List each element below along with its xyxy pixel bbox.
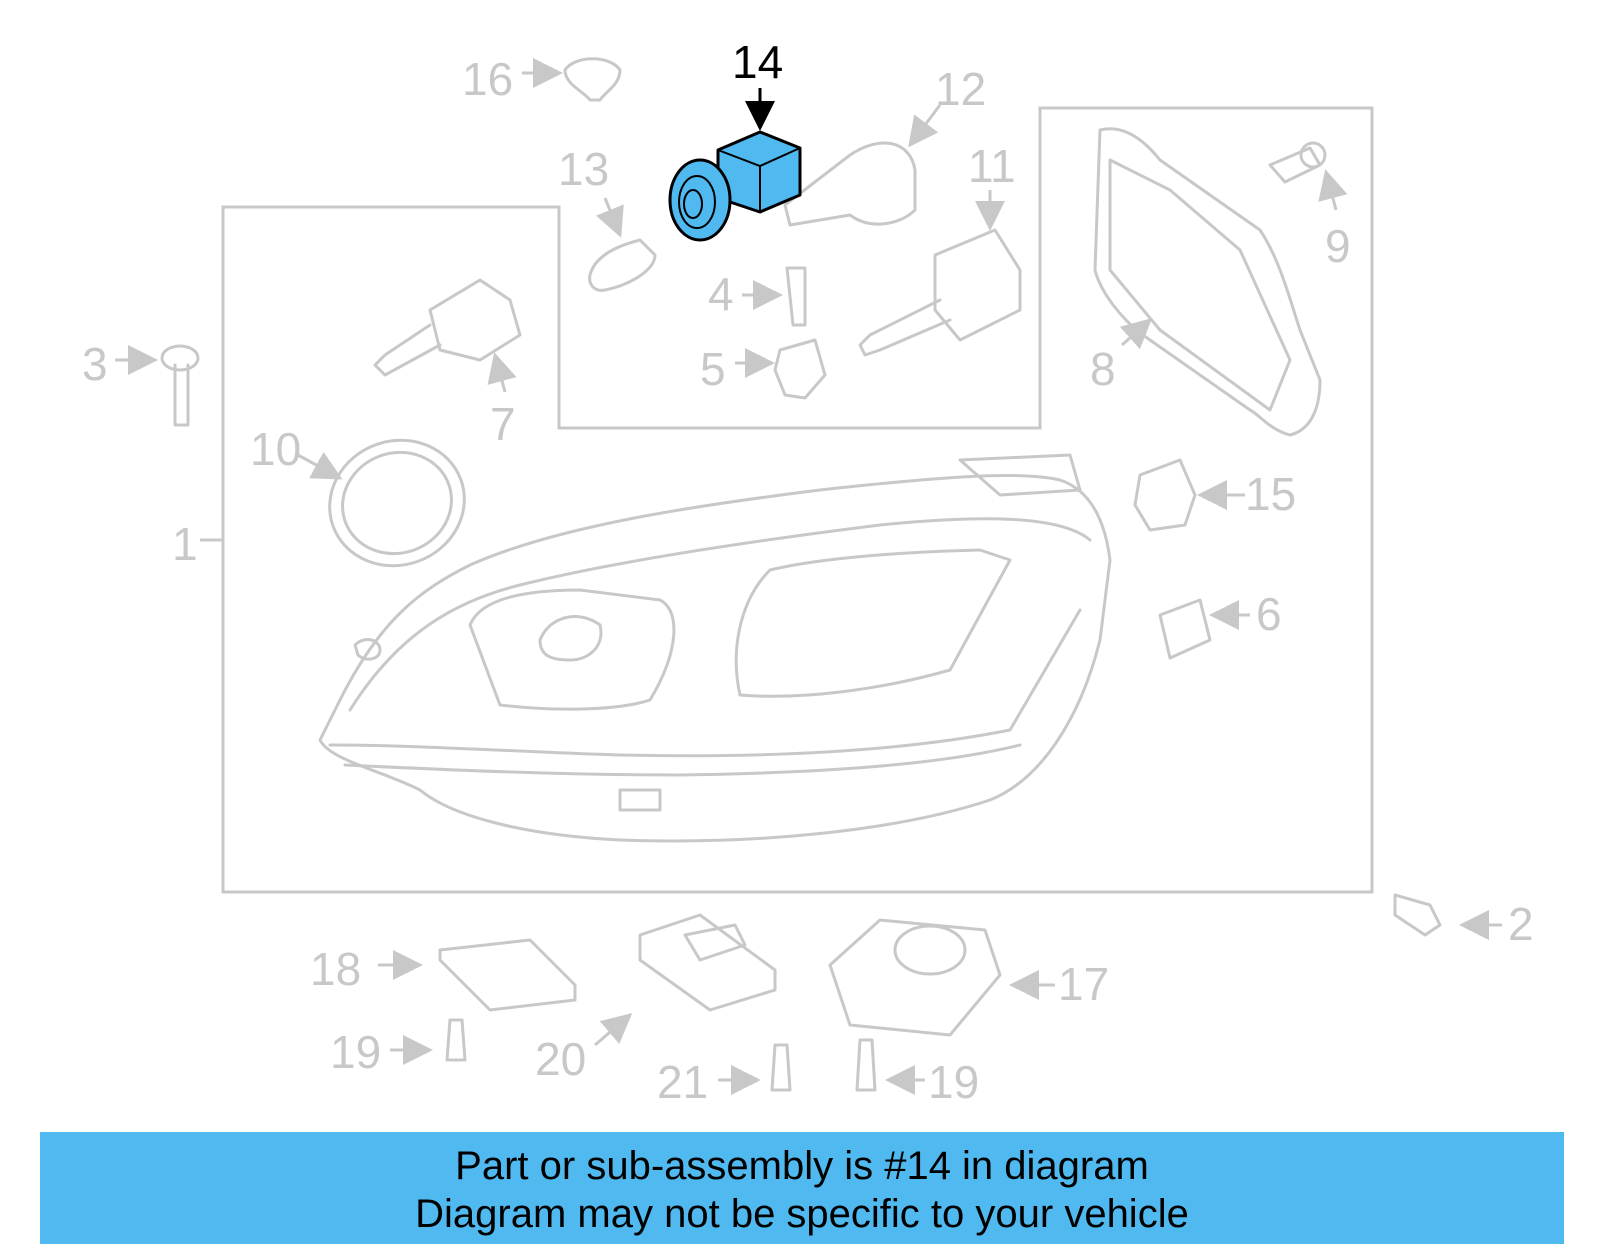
screw-21	[770, 1043, 792, 1092]
callout-20: 20	[535, 1033, 586, 1085]
nut-6	[1158, 598, 1212, 660]
socket-7	[373, 278, 522, 377]
callout-13: 13	[558, 143, 609, 195]
callout-16: 16	[462, 53, 513, 105]
screw-9	[1268, 141, 1327, 184]
banner-line-1: Part or sub-assembly is #14 in diagram	[455, 1144, 1149, 1188]
ballast-20	[638, 913, 777, 1012]
assembly-frame	[221, 106, 1374, 894]
callout-18: 18	[310, 943, 361, 995]
callout-19-left: 19	[330, 1026, 381, 1078]
halogen-bulb-12	[783, 141, 917, 227]
callout-14: 14	[732, 36, 783, 88]
callout-4: 4	[708, 268, 734, 320]
bezel-ring	[328, 438, 466, 568]
screw-19-left	[445, 1018, 467, 1062]
housing-cover	[1093, 127, 1322, 437]
leader-lines	[115, 58, 1502, 1095]
callout-2: 2	[1508, 898, 1534, 950]
callout-10: 10	[250, 423, 301, 475]
banner-line-2: Diagram may not be specific to your vehi…	[415, 1192, 1189, 1236]
callout-15: 15	[1245, 468, 1296, 520]
highlighted-part-14[interactable]	[668, 130, 802, 242]
callout-21: 21	[657, 1056, 708, 1108]
xenon-bulb	[858, 228, 1022, 357]
cap-16	[563, 57, 622, 102]
callout-12: 12	[935, 63, 986, 115]
callout-1: 1	[172, 518, 198, 570]
callout-numbers: 16 14 13 12 11 4 5 3 7 8 9 10 15 1 6 2 1…	[82, 36, 1534, 1108]
callout-5: 5	[700, 343, 726, 395]
callout-6: 6	[1256, 588, 1282, 640]
clip-5	[773, 338, 827, 400]
screw-19-right	[855, 1038, 877, 1092]
callout-7: 7	[490, 398, 516, 450]
headlamp-assembly	[318, 453, 1112, 843]
screw-4	[785, 266, 807, 327]
clip-15	[1133, 458, 1197, 532]
callout-9: 9	[1325, 220, 1351, 272]
small-bulb-13	[588, 238, 657, 292]
callout-17: 17	[1058, 958, 1109, 1010]
igniter-17	[828, 918, 1002, 1037]
info-banner: Part or sub-assembly is #14 in diagram D…	[40, 1132, 1564, 1244]
callout-3: 3	[82, 338, 108, 390]
screw-3	[160, 344, 200, 427]
callout-19-right: 19	[928, 1056, 979, 1108]
callout-8: 8	[1090, 343, 1116, 395]
callout-11: 11	[968, 140, 1016, 192]
screw-2	[1393, 893, 1442, 937]
control-module-18	[438, 938, 577, 1012]
